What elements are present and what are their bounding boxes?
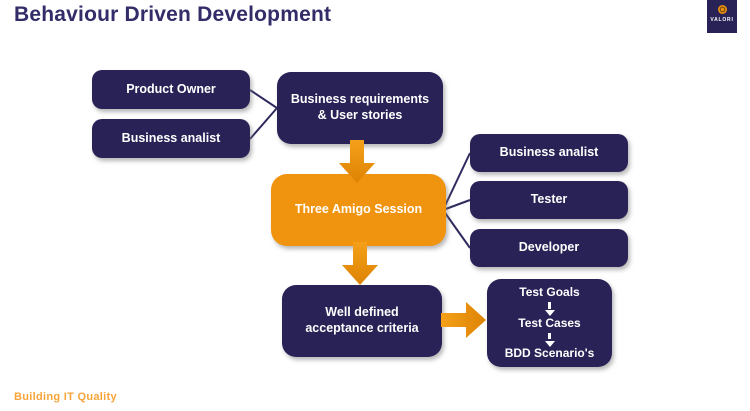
node-label: Tester <box>530 192 568 207</box>
down-arrow-icon <box>544 332 555 346</box>
valori-logo: VALORI <box>707 0 737 33</box>
connector-product-owner-to-requirements <box>249 89 278 109</box>
node-label-line1: Business requirements <box>290 92 430 107</box>
node-label-line2: acceptance criteria <box>305 321 419 335</box>
node-business-requirements: Business requirements & User stories <box>277 72 443 144</box>
connector-amigo-to-developer <box>442 209 471 249</box>
node-test-flow: Test Goals Test Cases BDD Scenario's <box>487 279 612 367</box>
node-label: Business analist <box>121 130 221 145</box>
test-flow-step: Test Goals <box>519 285 580 299</box>
node-tester: Tester <box>470 181 628 219</box>
connector-business-analist-to-requirements <box>249 107 278 140</box>
node-label: Product Owner <box>126 81 216 96</box>
node-business-analist-right: Business analist <box>470 134 628 172</box>
down-arrow-icon <box>544 302 555 315</box>
connector-amigo-to-tester <box>442 199 471 211</box>
valori-coin-icon <box>717 5 727 14</box>
test-flow-step: BDD Scenario's <box>504 346 595 360</box>
connector-amigo-to-business-analist <box>442 152 471 211</box>
footer-tagline: Building IT Quality <box>14 391 117 403</box>
page-title: Behaviour Driven Development <box>14 3 332 26</box>
node-product-owner: Product Owner <box>92 70 250 109</box>
node-label: Developer <box>518 240 580 255</box>
valori-brand-name: VALORI <box>710 17 734 23</box>
test-flow-step: Test Cases <box>518 315 581 330</box>
node-label-line1: Well defined <box>325 305 399 320</box>
node-three-amigo-session: Three Amigo Session <box>271 174 446 246</box>
node-business-analist-left: Business analist <box>92 119 250 158</box>
node-label-line2: & User stories <box>317 108 403 122</box>
node-label: Three Amigo Session <box>294 202 423 217</box>
node-well-defined-acceptance-criteria: Well defined acceptance criteria <box>282 285 442 357</box>
node-developer: Developer <box>470 229 628 267</box>
node-label: Business analist <box>499 145 599 160</box>
